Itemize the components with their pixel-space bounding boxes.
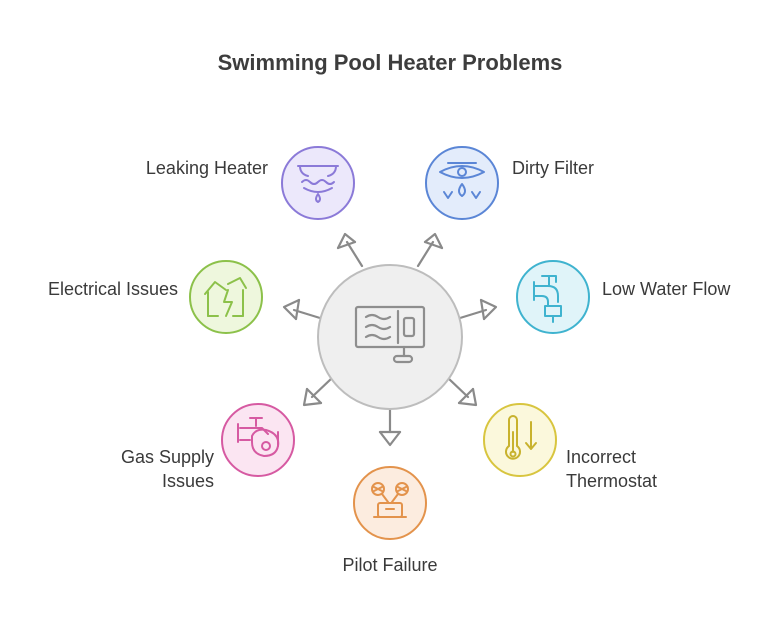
label-pilot-failure: Pilot Failure [342,555,438,575]
label-incorrect-thermostat-line-2: Thermostat [566,471,658,491]
pilot-engine-icon [371,482,409,518]
node-dirty-filter [425,146,499,220]
arrow-to-gas-supply-issues [302,376,334,407]
node-low-water-flow [516,260,590,334]
node-gas-supply-issues [221,403,295,477]
arrow-to-pilot-failure [378,406,402,447]
thermometer-icon [505,415,537,460]
electric-house-icon [204,277,247,317]
arrow-to-leaking-heater [336,232,364,268]
filter-icon [439,162,485,199]
pipe-icon [533,275,562,323]
diagram-title: Swimming Pool Heater Problems [217,50,563,75]
center-node [317,264,463,410]
label-gas-supply-issues-line-1: Gas Supply [120,447,214,467]
label-low-water-flow: Low Water Flow [602,279,731,299]
gas-valve-icon [237,417,280,457]
pool-heater-icon [354,305,426,364]
label-dirty-filter: Dirty Filter [512,158,594,178]
arrow-to-low-water-flow [458,298,498,321]
arrows [282,232,498,447]
arrow-to-incorrect-thermostat [446,376,478,407]
node-electrical-issues [189,260,263,334]
arrow-to-electrical-issues [282,298,322,321]
node-pilot-failure [353,466,427,540]
leak-icon [297,165,339,203]
label-incorrect-thermostat: Incorrect Thermostat [566,445,657,493]
arrow-to-dirty-filter [416,232,444,268]
label-incorrect-thermostat-line-1: Incorrect [566,447,637,467]
node-leaking-heater [281,146,355,220]
label-leaking-heater: Leaking Heater [145,158,268,178]
node-incorrect-thermostat [483,403,557,477]
label-electrical-issues: Electrical Issues [47,279,178,299]
label-gas-supply-issues-line-2: Issues [161,471,214,491]
label-gas-supply-issues: Gas Supply Issues [121,445,214,493]
